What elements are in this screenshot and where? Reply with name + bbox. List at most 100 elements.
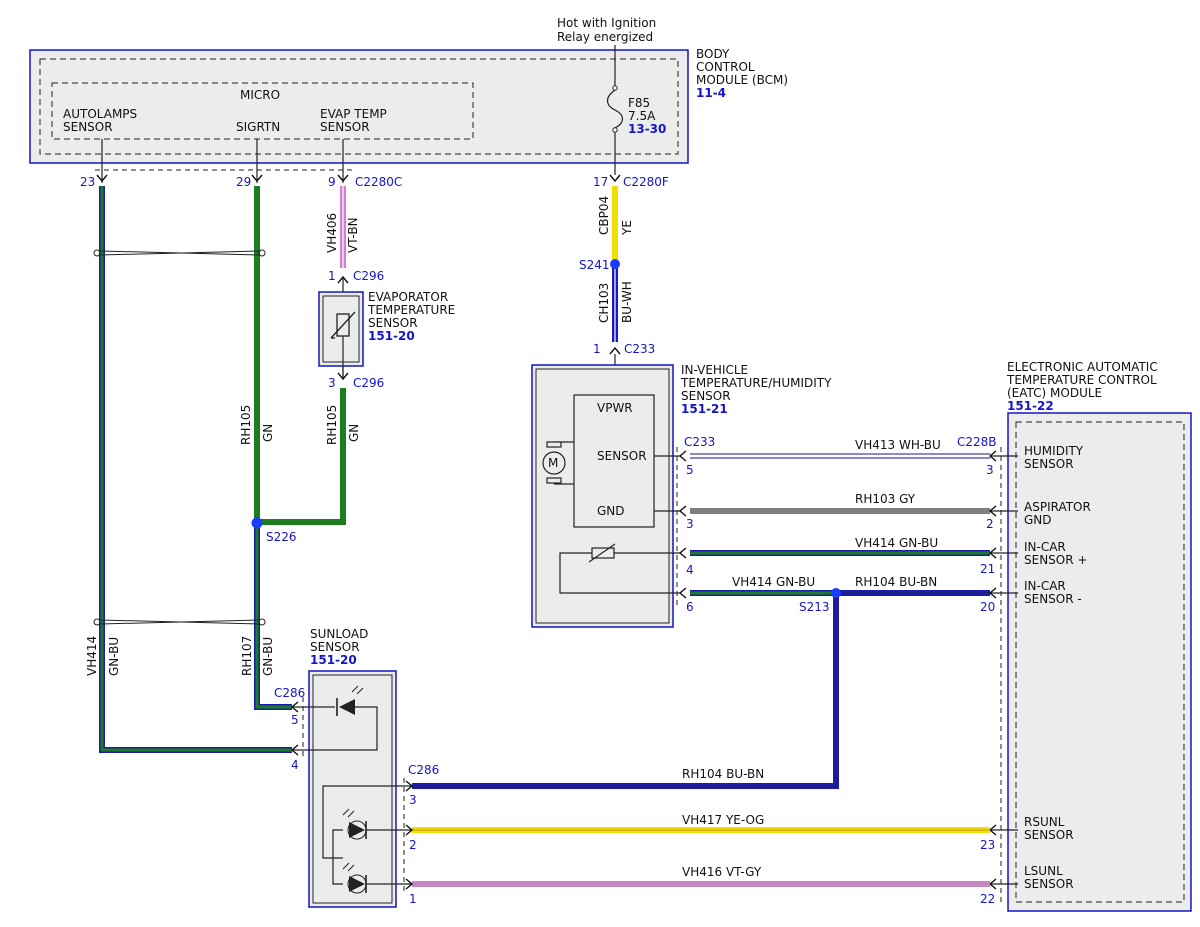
rh103-label: RH103 GY: [855, 492, 916, 506]
fuse-icon: [606, 45, 624, 175]
ignition-note-line2: Relay energized: [557, 30, 653, 44]
c296-top-chevron-icon: [337, 275, 349, 284]
ivt-title-line3: SENSOR: [681, 389, 731, 403]
ivt-title-line1: IN-VEHICLE: [681, 363, 748, 377]
rh105-right-color: GN: [347, 424, 361, 442]
eatc-module[interactable]: [1007, 412, 1192, 912]
evap-connector-top[interactable]: C296: [353, 269, 384, 283]
wire-vh414-left[interactable]: [99, 186, 292, 753]
ivt-pin-6: 6: [686, 600, 694, 614]
fuse-rating: 7.5A: [628, 109, 656, 123]
rh104-b-label: RH104 BU-BN: [682, 767, 764, 781]
c296-bottom-chevron-icon: [337, 372, 349, 381]
ivt-pin-1: 1: [593, 342, 601, 356]
bcm-title-line2: CONTROL: [696, 60, 755, 74]
motor-label: M: [548, 456, 558, 470]
sunload-page-ref[interactable]: 151-20: [310, 653, 357, 667]
cbp04-circuit: CBP04: [597, 196, 611, 235]
sunload-pin-4: 4: [291, 758, 299, 772]
evap-pin-3: 3: [328, 376, 336, 390]
sunload-pin-3: 3: [409, 793, 417, 807]
ivt-pin-4: 4: [686, 563, 694, 577]
ivt-connector-side[interactable]: C233: [684, 435, 715, 449]
vh416-label: VH416 VT-GY: [682, 865, 762, 879]
sigrtn-pin-label: SIGRTN: [236, 120, 280, 134]
ivt-gnd-label: GND: [597, 504, 625, 518]
bcm-title-line3: MODULE (BCM): [696, 73, 788, 87]
splice-s213-label: S213: [799, 600, 830, 614]
ivt-connector-top[interactable]: C233: [624, 342, 655, 356]
connector-c2280c[interactable]: C2280C: [355, 175, 402, 189]
ivt-pin-chevron-icons: [678, 450, 687, 599]
ivt-page-ref[interactable]: 151-21: [681, 402, 728, 416]
vh417-label: VH417 YE-OG: [682, 813, 764, 827]
rh105-left-color: GN: [261, 424, 275, 442]
connector-chevron-icons: [96, 174, 621, 183]
rh107-color: GN-BU: [261, 637, 275, 676]
micro-label: MICRO: [240, 88, 280, 102]
photodiode-icon: [336, 685, 364, 716]
autolamps-pin-label-2: SENSOR: [63, 120, 113, 134]
photodiode-rsunl-icon: [342, 808, 367, 840]
eatc-lsunl-label-1: LSUNL: [1024, 864, 1063, 878]
bcm-pin-29: 29: [236, 175, 251, 189]
evap-temp-pin-label-2: SENSOR: [320, 120, 370, 134]
bcm-pin-9: 9: [328, 175, 336, 189]
eatc-title-line2: TEMPERATURE CONTROL: [1006, 373, 1157, 387]
sunload-connector-right[interactable]: C286: [408, 763, 439, 777]
eatc-aspirator-label-2: GND: [1024, 513, 1052, 527]
splice-s213[interactable]: [831, 588, 841, 598]
bcm-page-ref[interactable]: 11-4: [696, 86, 726, 100]
eatc-pin-leads: [990, 455, 1018, 885]
eatc-pin-2: 2: [986, 517, 994, 531]
splice-s226[interactable]: [251, 517, 263, 529]
eatc-title-line3: (EATC) MODULE: [1007, 386, 1102, 400]
c233-top-chevron-icon: [609, 346, 621, 355]
ivt-thermistor-icon: [559, 543, 680, 594]
bcm-pin-23: 23: [80, 175, 95, 189]
splice-s241[interactable]: [610, 259, 620, 269]
ivt-title-line2: TEMPERATURE/HUMIDITY: [680, 376, 832, 390]
wire-rh105-right[interactable]: [257, 388, 346, 525]
rh104-a-label: RH104 BU-BN: [855, 575, 937, 589]
eatc-incar-minus-label-2: SENSOR -: [1024, 592, 1082, 606]
sunload-lower-circuit: [322, 785, 412, 885]
fuse-page-ref[interactable]: 13-30: [628, 122, 666, 136]
ivt-pin-3: 3: [686, 517, 694, 531]
evap-connector-bottom[interactable]: C296: [353, 376, 384, 390]
eatc-pin-20: 20: [980, 600, 995, 614]
eatc-humidity-label-1: HUMIDITY: [1024, 444, 1084, 458]
eatc-incar-plus-label-1: IN-CAR: [1024, 540, 1066, 554]
vh414-b-label: VH414 GN-BU: [732, 575, 815, 589]
sunload-pin-chevron-icons: [290, 701, 414, 890]
ignition-note-line1: Hot with Ignition: [557, 16, 656, 30]
ivt-sensor-body[interactable]: [531, 364, 674, 628]
sunload-connector-left[interactable]: C286: [274, 686, 305, 700]
sunload-pin-1: 1: [409, 892, 417, 906]
ivt-vpwr-label: VPWR: [597, 401, 633, 415]
sunload-pin-2: 2: [409, 838, 417, 852]
eatc-aspirator-label-1: ASPIRATOR: [1024, 500, 1091, 514]
connector-c2280f[interactable]: C2280F: [623, 175, 669, 189]
cbp04-color: YE: [620, 220, 634, 236]
sunload-pin-5: 5: [291, 713, 299, 727]
eatc-connector[interactable]: C228B: [957, 435, 997, 449]
bcm-module[interactable]: [29, 49, 689, 164]
evap-page-ref[interactable]: 151-20: [368, 329, 415, 343]
sunload-upper-circuit: [292, 706, 378, 751]
eatc-page-ref[interactable]: 151-22: [1007, 399, 1054, 413]
vh406-color: VT-BN: [346, 217, 360, 253]
photodiode-lsunl-icon: [342, 862, 367, 894]
sunload-title-line2: SENSOR: [310, 640, 360, 654]
bcm-pin-17: 17: [593, 175, 608, 189]
motor-icon: [542, 441, 574, 485]
evap-title-line3: SENSOR: [368, 316, 418, 330]
splice-s241-label: S241: [579, 258, 610, 272]
wire-rh104-sunload[interactable]: [412, 593, 839, 789]
wire-rh107[interactable]: [254, 523, 292, 710]
twisted-pair-icon: [93, 249, 266, 626]
rh105-right-circuit: RH105: [325, 405, 339, 445]
eatc-title-line1: ELECTRONIC AUTOMATIC: [1007, 360, 1158, 374]
vh406-circuit: VH406: [325, 213, 339, 253]
evap-temp-pin-label-1: EVAP TEMP: [320, 107, 387, 121]
